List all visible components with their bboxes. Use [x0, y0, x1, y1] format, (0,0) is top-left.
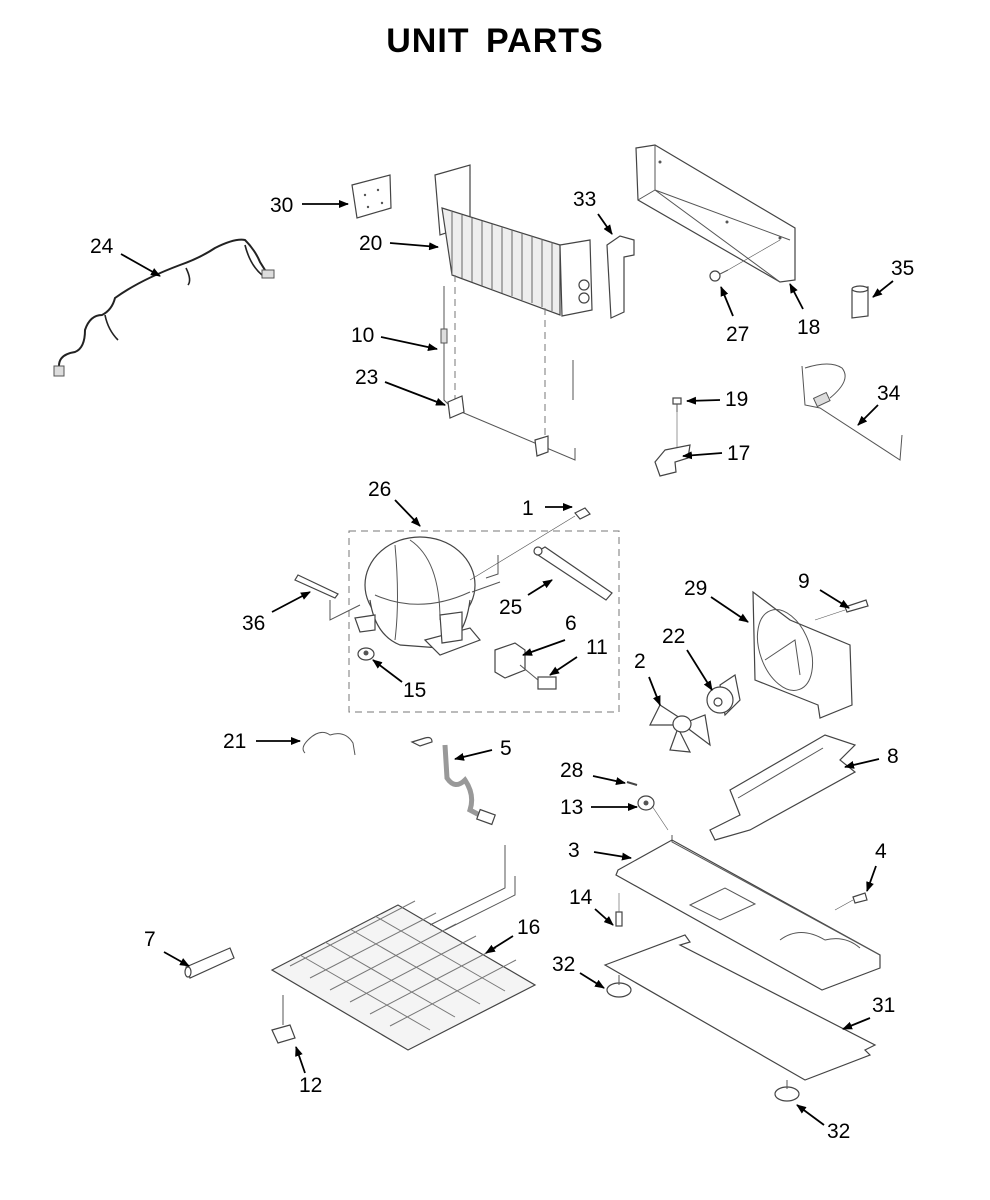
callout-15[interactable]: 15 — [403, 679, 426, 702]
part-10-tube[interactable] — [440, 286, 453, 409]
part-5-drain-tube[interactable] — [410, 736, 496, 826]
page-title: UNIT PARTS — [386, 22, 604, 60]
callout-19[interactable]: 19 — [725, 388, 748, 411]
callout-28[interactable]: 28 — [560, 759, 583, 782]
callout-17[interactable]: 17 — [727, 442, 750, 465]
callout-27[interactable]: 27 — [726, 323, 749, 346]
part-12-clip[interactable] — [271, 995, 296, 1044]
callout-1[interactable]: 1 — [522, 497, 534, 520]
part-33-insulation[interactable] — [606, 235, 635, 319]
part-34-tube-assembly[interactable] — [801, 363, 903, 461]
part-30-cover-plate[interactable] — [351, 174, 392, 219]
callout-2[interactable]: 2 — [634, 650, 646, 673]
callout-6[interactable]: 6 — [565, 612, 577, 635]
part-14-screw[interactable] — [615, 893, 623, 927]
callout-33[interactable]: 33 — [573, 188, 596, 211]
callout-11[interactable]: 11 — [586, 636, 608, 659]
callout-26[interactable]: 26 — [368, 478, 391, 501]
part-13-grommet[interactable] — [637, 795, 669, 831]
part-26-compressor[interactable] — [354, 536, 501, 656]
part-31-panel[interactable] — [603, 934, 877, 1081]
part-19-screw[interactable] — [672, 397, 682, 448]
part-32-leveling-foot-right[interactable] — [774, 1080, 800, 1102]
callout-4[interactable]: 4 — [875, 840, 887, 863]
callout-21[interactable]: 21 — [223, 730, 246, 753]
part-32-leveling-foot-left[interactable] — [606, 975, 632, 998]
callout-36[interactable]: 36 — [242, 612, 265, 635]
part-11-overload-cap[interactable] — [519, 664, 557, 690]
part-17-clip[interactable] — [654, 444, 691, 477]
compressor-assembly-group — [348, 530, 620, 713]
part-20-evaporator[interactable] — [434, 164, 593, 440]
callout-12[interactable]: 12 — [299, 1074, 322, 1097]
callout-13[interactable]: 13 — [560, 796, 583, 819]
part-28-pin[interactable] — [626, 781, 638, 786]
callout-24[interactable]: 24 — [90, 235, 114, 258]
callout-8[interactable]: 8 — [887, 745, 899, 768]
part-29-fan-shroud[interactable] — [747, 590, 853, 719]
part-1-valve[interactable] — [469, 507, 591, 581]
part-22-fan-motor[interactable] — [706, 674, 741, 717]
part-16-condenser-coil[interactable] — [270, 845, 537, 1051]
callout-29[interactable]: 29 — [684, 577, 707, 600]
callout-14[interactable]: 14 — [569, 886, 593, 909]
callout-7[interactable]: 7 — [144, 928, 156, 951]
part-7-tube[interactable] — [184, 947, 235, 979]
part-27-screw[interactable] — [709, 239, 781, 282]
part-23-drain-bracket[interactable] — [447, 360, 576, 461]
part-9-screw[interactable] — [814, 599, 869, 621]
callout-arrows — [120, 200, 894, 1126]
part-4-screw[interactable] — [834, 892, 868, 911]
part-35-grommet[interactable] — [851, 285, 869, 319]
part-21-wire[interactable] — [302, 731, 356, 756]
part-2-fan-blade[interactable] — [649, 704, 711, 753]
callout-5[interactable]: 5 — [500, 737, 512, 760]
part-3-base-plate[interactable] — [615, 835, 881, 991]
callout-32-right[interactable]: 32 — [827, 1120, 850, 1143]
callout-32-left[interactable]: 32 — [552, 953, 575, 976]
part-15-grommet[interactable] — [357, 647, 375, 661]
part-36-bracket[interactable] — [294, 574, 361, 621]
part-8-drain-pan[interactable] — [709, 734, 857, 841]
callout-10[interactable]: 10 — [351, 324, 374, 347]
callout-34[interactable]: 34 — [877, 382, 901, 405]
callout-35[interactable]: 35 — [891, 257, 914, 280]
callout-22[interactable]: 22 — [662, 625, 685, 648]
callout-18[interactable]: 18 — [797, 316, 820, 339]
callout-9[interactable]: 9 — [798, 570, 810, 593]
callout-3[interactable]: 3 — [568, 839, 580, 862]
callout-23[interactable]: 23 — [355, 366, 378, 389]
callout-20[interactable]: 20 — [359, 232, 382, 255]
part-18-cover[interactable] — [635, 144, 796, 283]
callout-31[interactable]: 31 — [872, 994, 895, 1017]
callout-16[interactable]: 16 — [517, 916, 540, 939]
part-24-wire-harness[interactable] — [53, 238, 275, 377]
callout-25[interactable]: 25 — [499, 596, 522, 619]
callout-30[interactable]: 30 — [270, 194, 293, 217]
part-25-drier[interactable] — [533, 546, 613, 601]
callout-labels: 30 24 20 33 10 23 27 18 35 19 17 34 26 1… — [90, 188, 914, 1143]
part-6-relay[interactable] — [494, 642, 526, 679]
